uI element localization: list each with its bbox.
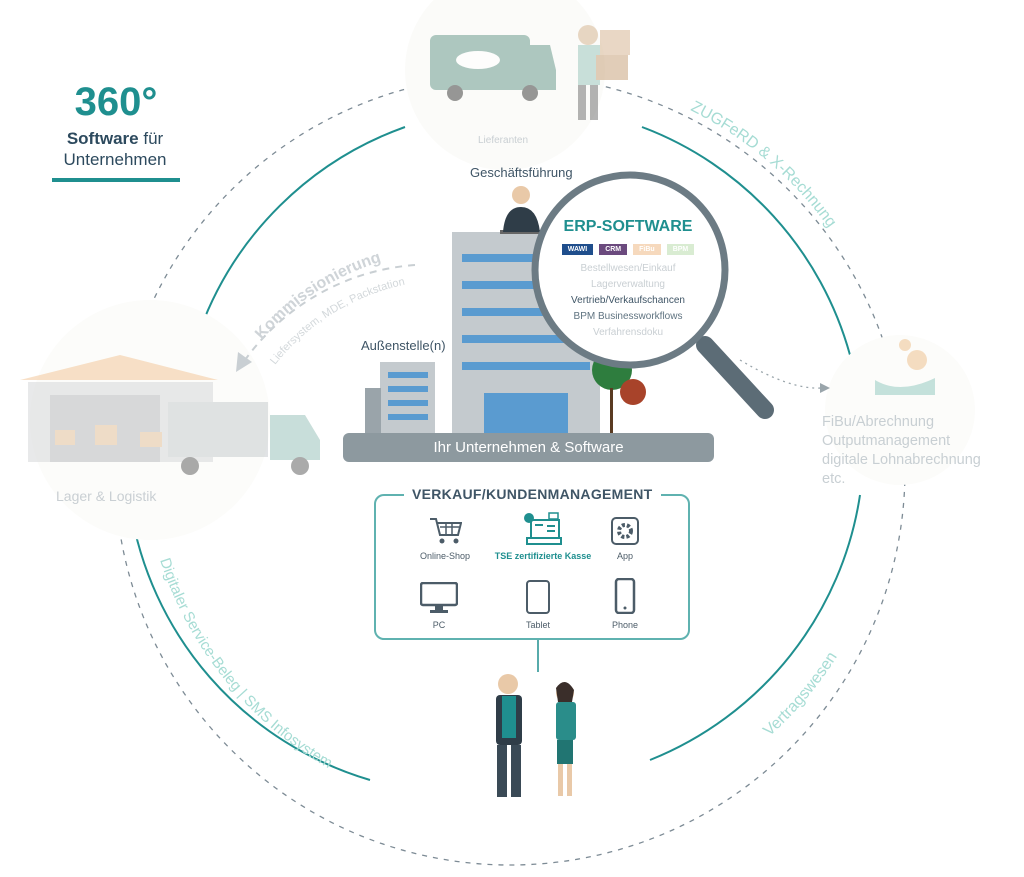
ring-label-service-beleg: Digitaler Service-Beleg | SMS Infosystem <box>156 556 335 772</box>
tablet-icon <box>526 580 550 614</box>
device-label: Phone <box>611 620 639 630</box>
device-kasse: TSE zertifizierte Kasse <box>493 512 593 561</box>
headline-subtitle: Software für Unternehmen <box>40 128 190 170</box>
teal-arcs <box>129 126 861 781</box>
customers-illustration <box>496 674 576 797</box>
monitor-icon <box>420 582 458 613</box>
svg-text:Liefersystem, MDE, Packstation: Liefersystem, MDE, Packstation <box>268 276 406 367</box>
erp-software-panel: ERP-SOFTWARE WAWI CRM FiBu BPM Bestellwe… <box>540 218 716 341</box>
cash-register-icon <box>524 512 562 545</box>
node-fibu: FiBu/Abrechnung Outputmanagement digital… <box>822 413 981 489</box>
company-base-label: Ihr Unternehmen & Software <box>343 433 714 462</box>
magnifier-icon <box>531 171 774 419</box>
node-lieferanten: Lieferanten <box>478 135 529 146</box>
device-label: TSE zertifizierte Kasse <box>494 551 592 561</box>
device-label: Tablet <box>525 620 551 630</box>
headline-software: Software <box>66 129 139 148</box>
payment-hand-illustration <box>875 339 935 395</box>
phone-icon <box>614 578 636 614</box>
svg-text:Vertragswesen: Vertragswesen <box>760 649 840 740</box>
device-online-shop: Online-Shop <box>400 515 490 561</box>
fibu-line: etc. <box>822 471 846 487</box>
kommissionierung-arrow <box>244 264 416 361</box>
headline-unternehmen: Unternehmen <box>63 150 167 169</box>
erp-item: Lagerverwaltung <box>591 279 665 290</box>
node-lager-logistik: Lager & Logistik <box>56 488 157 504</box>
device-label: Online-Shop <box>419 551 471 561</box>
device-tablet: Tablet <box>493 580 583 630</box>
erp-item: Vertrieb/Verkaufschancen <box>571 295 685 306</box>
fibu-line: FiBu/Abrechnung <box>822 414 935 430</box>
arrow-head-icon <box>236 352 252 372</box>
cart-icon <box>430 518 462 544</box>
kommissionierung-sub: Liefersystem, MDE, Packstation <box>268 276 406 367</box>
node-aussenstelle: Außenstelle(n) <box>361 338 446 353</box>
erp-item: Verfahrensdoku <box>592 327 664 338</box>
chip-crm: CRM <box>599 244 628 255</box>
device-app: App <box>580 517 670 561</box>
supplier-van-illustration <box>430 25 630 120</box>
ring-label-vertragswesen: Vertragswesen <box>760 649 840 740</box>
chip-wawi: WAWI <box>561 244 594 255</box>
device-label: PC <box>432 620 446 630</box>
device-pc: PC <box>394 582 484 630</box>
warehouse-illustration <box>20 355 320 475</box>
erp-item: BPM Businessworkflows <box>573 311 683 322</box>
headline-360: 360° <box>74 80 158 124</box>
fibu-line: digitale Lohnabrechnung <box>822 452 981 468</box>
fibu-line: Outputmanagement <box>822 433 951 449</box>
node-geschaeftsfuehrung: Geschäftsführung <box>470 165 573 180</box>
svg-text:ZUGFeRD & X-Rechnung: ZUGFeRD & X-Rechnung <box>688 98 839 230</box>
chip-fibu: FiBu <box>633 244 661 255</box>
sales-title: VERKAUF/KUNDENMANAGEMENT <box>404 486 661 502</box>
device-phone: Phone <box>580 578 670 630</box>
headline-underline <box>52 178 180 182</box>
erp-item: Bestellwesen/Einkauf <box>580 263 676 274</box>
chip-bpm: BPM <box>666 244 695 255</box>
device-label: App <box>616 551 633 561</box>
svg-text:Digitaler Service-Beleg | SMS: Digitaler Service-Beleg | SMS Infosystem <box>156 556 335 772</box>
ring-label-zugferd: ZUGFeRD & X-Rechnung <box>688 98 839 230</box>
gear-app-icon <box>611 517 639 545</box>
erp-title: ERP-SOFTWARE <box>563 218 693 235</box>
headline-fuer: für <box>143 129 164 148</box>
